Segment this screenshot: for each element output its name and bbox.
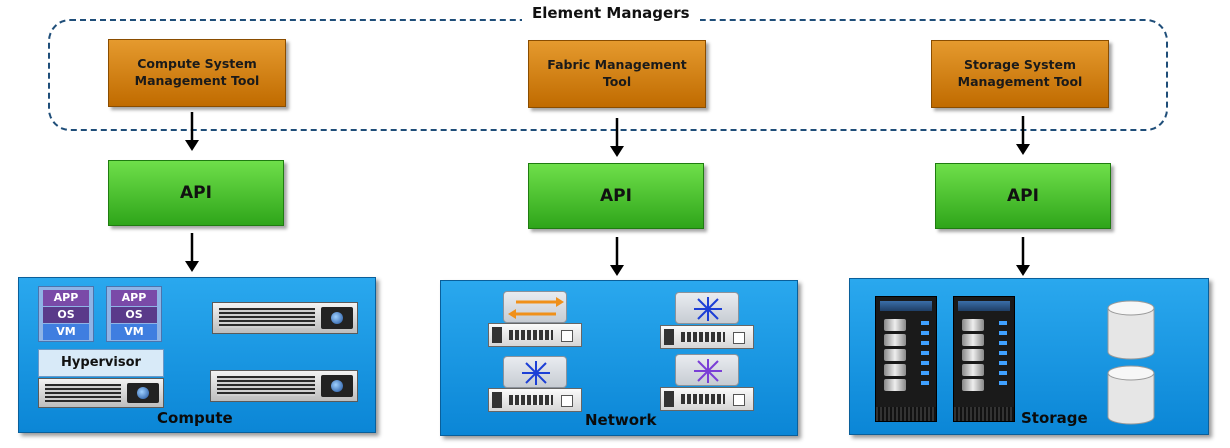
arrow-down-icon — [610, 237, 624, 276]
storage-management-tool: Storage System Management Tool — [931, 40, 1109, 108]
vm-stack: APP OS VM — [38, 286, 94, 342]
storage-array-icon — [953, 296, 1015, 422]
network-switch-icon — [660, 387, 754, 411]
compute-label: Compute — [157, 409, 233, 427]
router-icon — [675, 354, 739, 386]
server-icon — [38, 378, 164, 408]
arrow-down-icon — [1016, 116, 1030, 155]
vm-app-layer: APP — [111, 290, 157, 306]
storage-label: Storage — [1021, 409, 1088, 427]
compute-management-tool-label: Compute System Management Tool — [134, 56, 260, 88]
hypervisor: Hypervisor — [38, 349, 164, 377]
network-switch-icon — [488, 388, 582, 412]
network-label: Network — [585, 411, 657, 429]
arrow-down-icon — [185, 233, 199, 272]
arrow-down-icon — [1016, 237, 1030, 276]
router-icon — [675, 292, 739, 324]
arrow-down-icon — [185, 112, 199, 151]
network-api-label: API — [600, 186, 632, 206]
switch-arrows-icon — [503, 291, 567, 323]
vm-app-layer: APP — [43, 290, 89, 306]
element-managers-title: Element Managers — [522, 4, 700, 22]
storage-management-tool-label: Storage System Management Tool — [957, 57, 1083, 89]
vm-vm-layer: VM — [111, 324, 157, 340]
compute-api-label: API — [180, 183, 212, 203]
storage-array-icon — [875, 296, 937, 422]
fabric-management-tool-label: Fabric Management Tool — [547, 57, 687, 89]
network-api: API — [528, 163, 704, 229]
storage-api: API — [935, 163, 1111, 229]
compute-api: API — [108, 160, 284, 226]
compute-management-tool: Compute System Management Tool — [108, 39, 286, 107]
network-switch-icon — [488, 323, 582, 347]
disk-icon — [1107, 300, 1155, 360]
storage-api-label: API — [1007, 186, 1039, 206]
fabric-management-tool: Fabric Management Tool — [528, 40, 706, 108]
server-icon — [210, 370, 358, 402]
network-switch-icon — [660, 325, 754, 349]
server-icon — [212, 302, 358, 334]
disk-icon — [1107, 365, 1155, 425]
vm-vm-layer: VM — [43, 324, 89, 340]
vm-os-layer: OS — [111, 307, 157, 323]
vm-stack: APP OS VM — [106, 286, 162, 342]
arrow-down-icon — [610, 118, 624, 157]
vm-os-layer: OS — [43, 307, 89, 323]
router-icon — [503, 356, 567, 388]
